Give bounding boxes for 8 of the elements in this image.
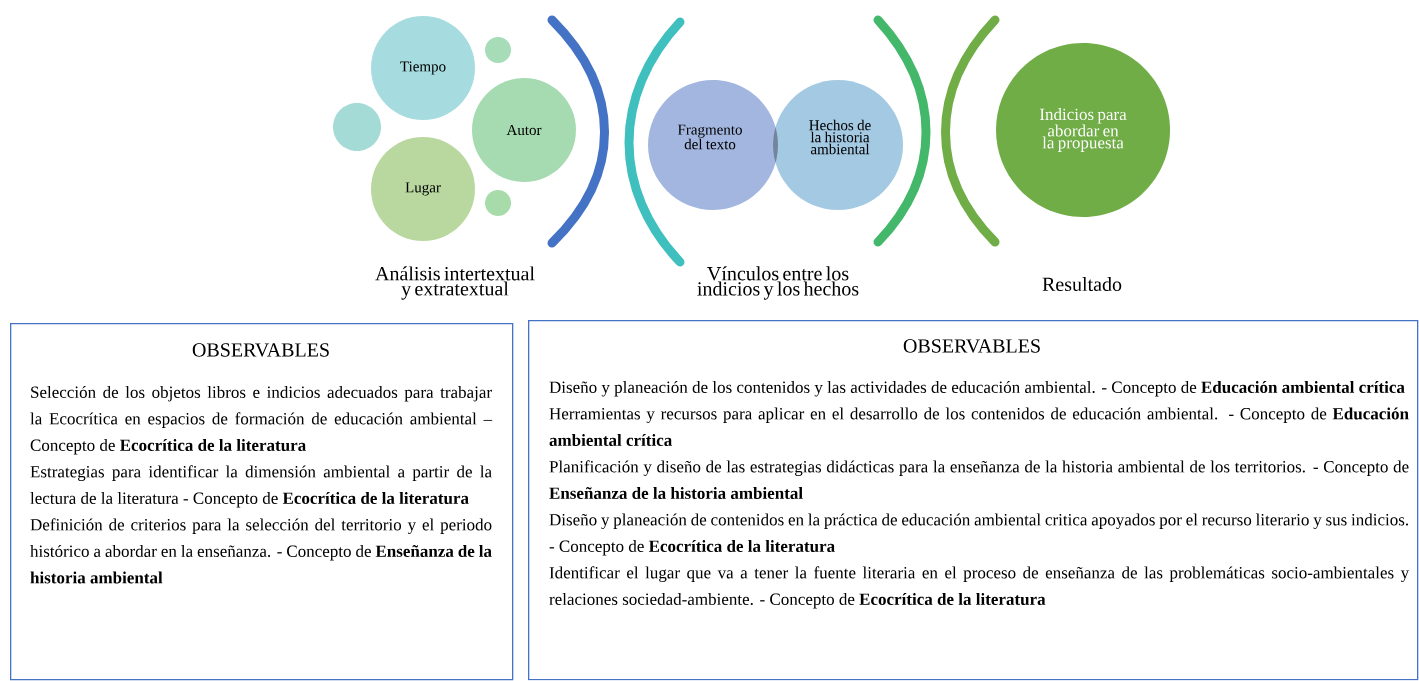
circle [485, 37, 511, 63]
caption: Resultado [1042, 276, 1122, 292]
circle [485, 190, 511, 216]
text-box: OBSERVABLES Selección de los objetos libros e indicios adecuados para trabajar la Ecocrítica en espacios de formación de educación ambiental – Concepto de Ecocrítica de la literatura Estrategias para identificar la dimensión ambiental a partir de la lectura de la literatura - Concepto de Ecocrítica de la literatura Definición de criterios para la selección del territorio y el periodo histórico a abordar en la enseñanza. - Concepto de Enseñanza de la historia ambiental [10, 323, 514, 681]
text-box: OBSERVABLES Diseño y planeación de los contenidos y las actividades de educación ambiental. - Concepto de Educación ambiental crítica Herramientas y recursos para aplicar en el desarrollo de los contenidos de educación ambiental. - Concepto de Educación ambiental crítica Planificación y diseño de las estrategias didácticas para la enseñanza de la historia ambiental de los territorios. - Concepto de Enseñanza de la historia ambiental Diseño y planeación de contenidos en la práctica de educación ambiental critica apoyados por el recurso literario y sus indicios. - Concepto de Ecocrítica de la literatura Identificar el lugar que va a tener la fuente literaria en el proceso de enseñanza de las problemáticas socio-ambientales y relaciones sociedad-ambiente. - Concepto de Ecocrítica de la literatura [528, 320, 1419, 681]
caption: Análisis intertextual y extratextual [375, 266, 535, 300]
circle [333, 103, 381, 151]
caption: Vínculos entre los indicios y los hechos [697, 266, 859, 300]
